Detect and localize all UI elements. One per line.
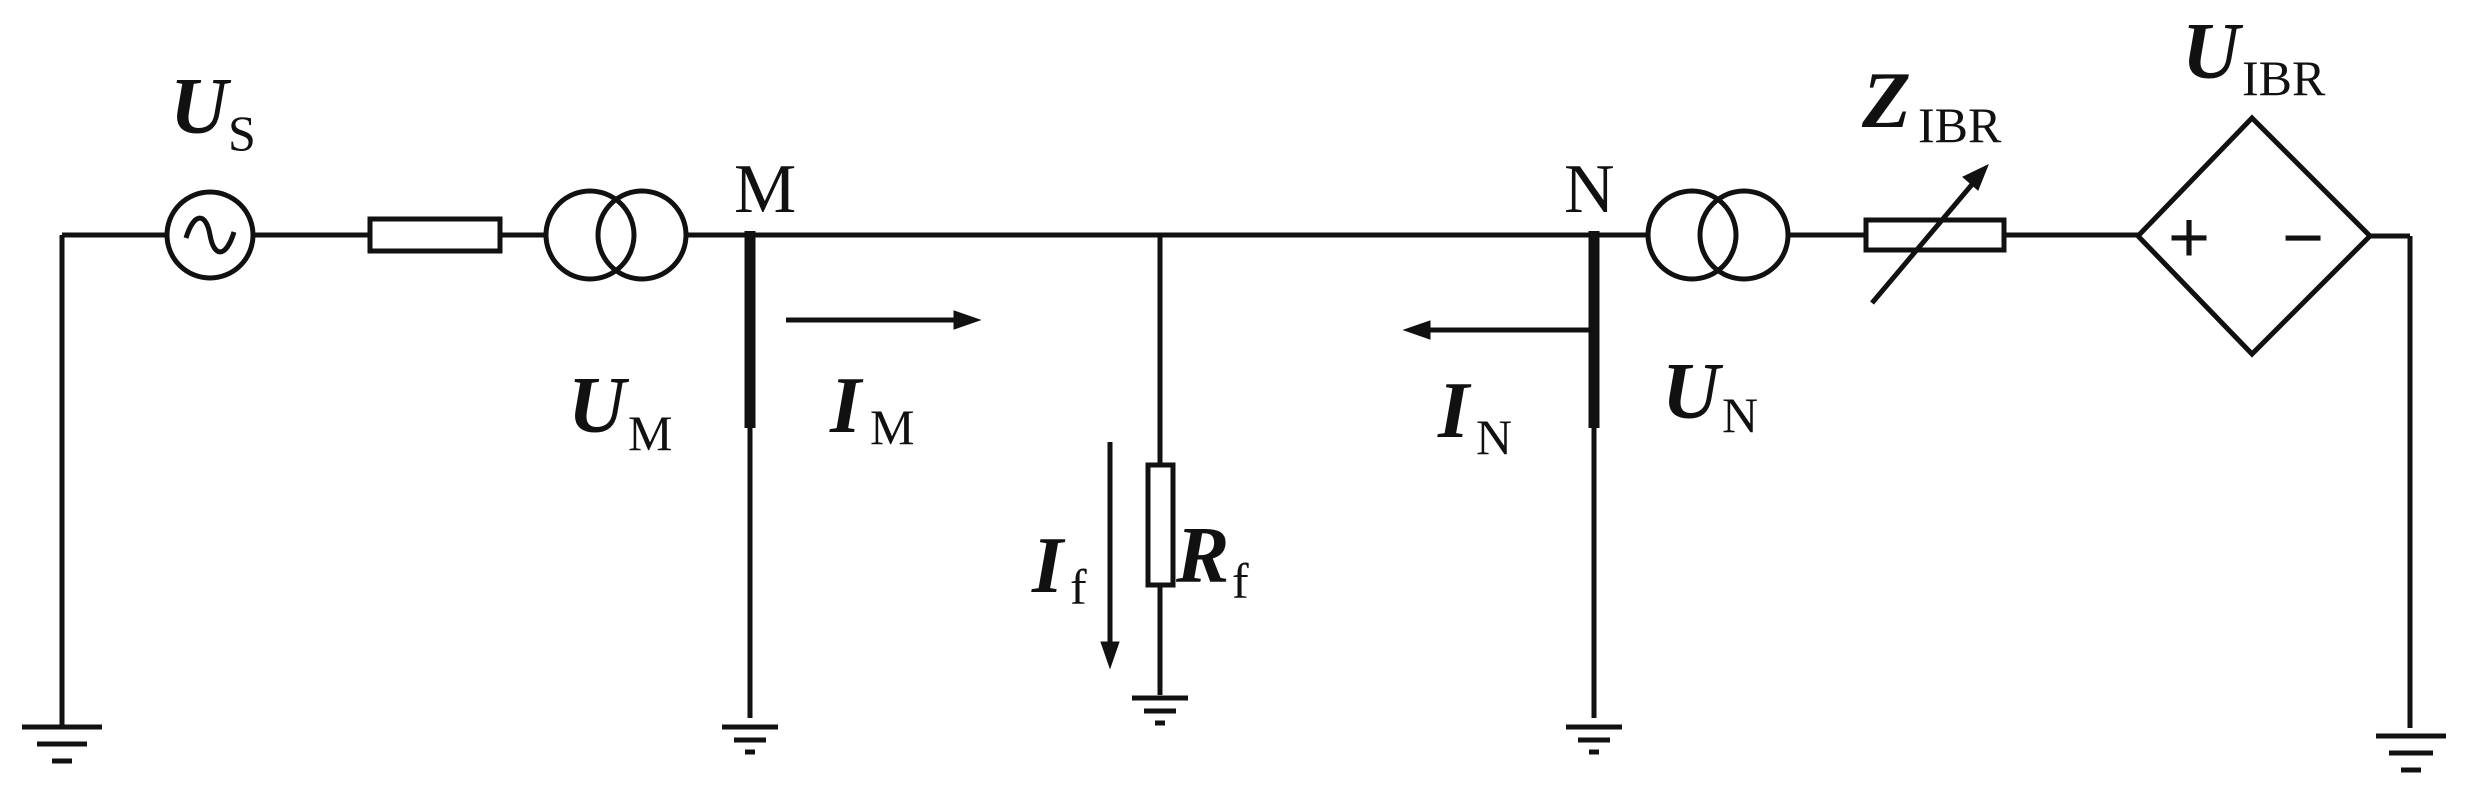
- svg-text:I: I: [1437, 367, 1472, 455]
- label-bus-m: M: [734, 151, 796, 228]
- transformer-icon: [1645, 188, 1791, 282]
- svg-text:f: f: [1070, 559, 1087, 615]
- ac-source-icon: [164, 189, 256, 281]
- ground-icon: [22, 718, 102, 764]
- svg-text:Z: Z: [1861, 57, 1911, 145]
- svg-text:S: S: [228, 105, 256, 161]
- svg-text:N: N: [1476, 409, 1512, 465]
- minus-sign: −: [2282, 198, 2324, 278]
- label-in: I N: [1437, 367, 1512, 465]
- arrow-icon: [1100, 442, 1120, 670]
- label-if: I f: [1031, 522, 1087, 615]
- label-zibr: Z IBR: [1861, 57, 2002, 153]
- label-um: U M: [568, 362, 672, 461]
- fault-branch: [1145, 235, 1176, 695]
- ground-icon: [1566, 724, 1622, 755]
- plus-sign: +: [2168, 198, 2210, 278]
- label-bus-n: N: [1564, 151, 1615, 228]
- left-source-branch: [59, 232, 168, 718]
- arrow-icon: [1402, 320, 1594, 340]
- ground-icon: [2376, 733, 2446, 773]
- svg-text:U: U: [1662, 348, 1724, 436]
- svg-text:f: f: [1232, 553, 1249, 609]
- label-un: U N: [1662, 348, 1758, 443]
- ground-icon: [1132, 695, 1188, 726]
- svg-text:U: U: [170, 63, 232, 151]
- svg-text:IBR: IBR: [2242, 50, 2326, 106]
- fault-resistor-icon: [1145, 462, 1176, 588]
- resistor-icon: [367, 216, 503, 254]
- svg-text:N: N: [1722, 387, 1758, 443]
- label-uibr: U IBR: [2182, 8, 2326, 106]
- svg-text:U: U: [2182, 8, 2244, 96]
- label-us: U S: [170, 63, 256, 161]
- svg-text:I: I: [829, 362, 864, 450]
- dependent-voltage-source-icon: + −: [2134, 114, 2374, 358]
- label-rf: R f: [1175, 512, 1249, 609]
- svg-text:M: M: [870, 399, 914, 455]
- arrow-icon: [786, 310, 982, 330]
- label-im: I M: [829, 362, 914, 455]
- ground-icon: [722, 724, 778, 755]
- svg-text:M: M: [628, 405, 672, 461]
- transformer-icon: [543, 188, 689, 282]
- svg-text:I: I: [1031, 522, 1066, 610]
- variable-impedance-icon: [1863, 163, 2007, 305]
- svg-text:R: R: [1175, 512, 1229, 600]
- svg-text:IBR: IBR: [1918, 97, 2002, 153]
- svg-text:U: U: [568, 362, 630, 450]
